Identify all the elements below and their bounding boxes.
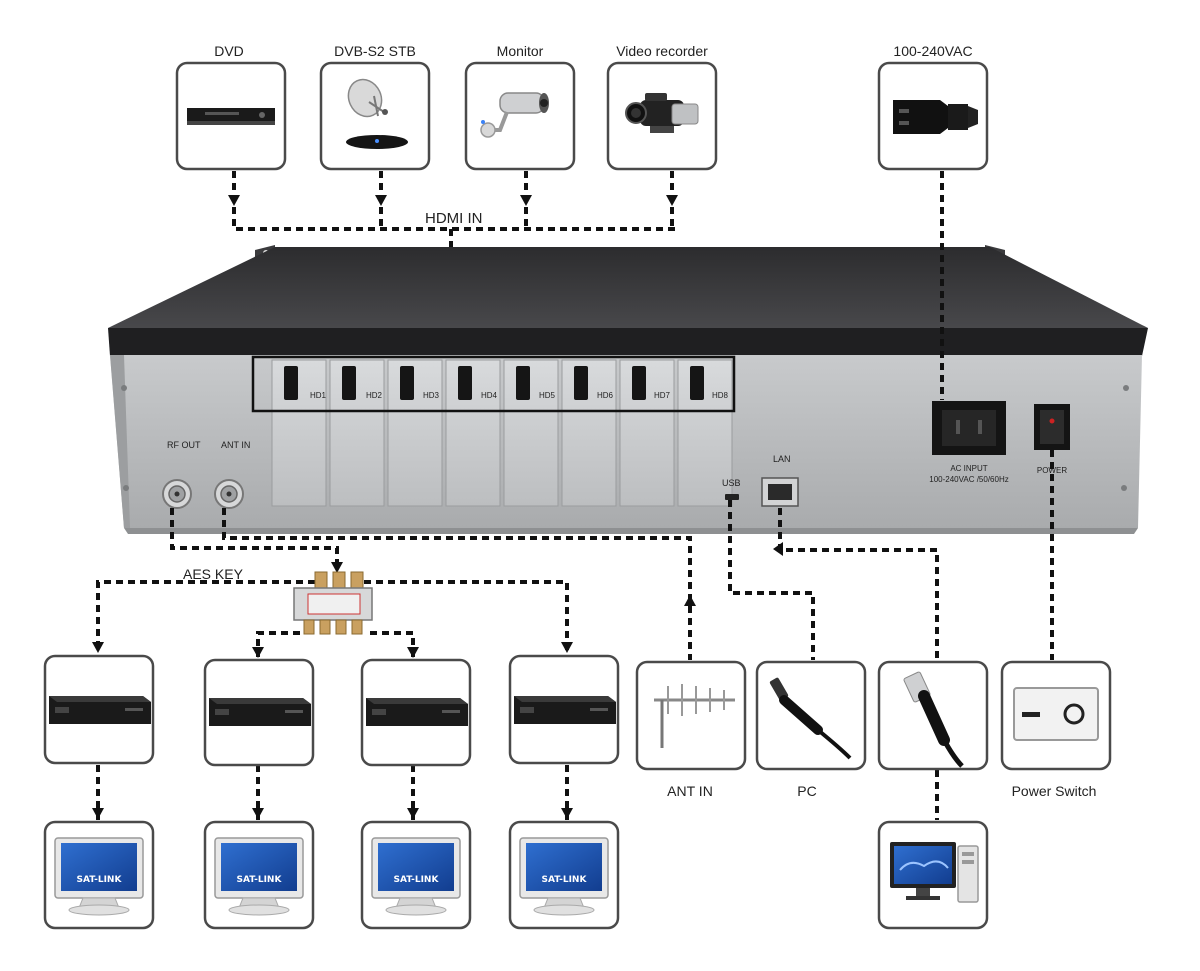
security-camera-icon	[480, 92, 549, 138]
set-top-receiver-icon	[514, 696, 616, 724]
ant-in-port-label: ANT IN	[221, 440, 250, 450]
desktop-computer-icon	[890, 842, 979, 903]
ant-in-connector-icon	[214, 479, 244, 509]
receiver-box	[203, 658, 315, 767]
set-top-receiver-icon	[49, 696, 151, 724]
panel-power-switch: POWER	[1034, 404, 1070, 475]
rf-out-port-label: RF OUT	[167, 440, 201, 450]
stb-device	[319, 61, 431, 171]
hdmi-slot: HD1	[271, 359, 327, 507]
dvd-player-icon	[187, 108, 275, 125]
hdmi-slot: HD8	[677, 359, 733, 507]
hdmi-port-label: HD6	[597, 391, 614, 400]
receiver-box	[43, 654, 155, 765]
network-cable-box	[877, 660, 989, 771]
ac-input-text: AC INPUT	[950, 464, 987, 473]
monitor-label: Monitor	[497, 43, 544, 59]
stb-label: DVB-S2 STB	[334, 43, 416, 59]
hdmi-in-label: HDMI IN	[425, 210, 483, 227]
tv-monitor-box: SAT-LINK	[508, 820, 620, 930]
camcorder-icon	[625, 93, 699, 133]
lan-port-icon	[761, 477, 799, 507]
hdmi-slot: HD3	[387, 359, 443, 507]
monitor-device	[464, 61, 576, 171]
screen-logo-text: SAT-LINK	[77, 875, 123, 885]
ac-input: AC INPUT 100-240VAC /50/60Hz	[929, 401, 1009, 484]
dvd-device	[175, 61, 287, 171]
power-switch-caption: Power Switch	[1012, 783, 1097, 799]
receiver-box	[508, 654, 620, 765]
antenna-box	[635, 660, 747, 771]
tv-monitor-box: SAT-LINK	[203, 820, 315, 930]
rf-splitter-icon	[293, 571, 373, 635]
rf-out-connector-icon	[162, 479, 192, 509]
receiver-box	[360, 658, 472, 767]
screen-logo-text: SAT-LINK	[237, 875, 283, 885]
screen-logo-text: SAT-LINK	[542, 875, 588, 885]
tv-monitor-box: SAT-LINK	[360, 820, 472, 930]
set-top-receiver-icon	[209, 698, 311, 726]
tv-monitor-icon: SAT-LINK	[519, 837, 609, 916]
hdmi-slot: HD4	[445, 359, 501, 507]
usb-port-icon	[725, 494, 739, 500]
rocker-switch-icon	[1013, 687, 1099, 741]
dvd-label: DVD	[214, 43, 244, 59]
hdmi-slot: HD6	[561, 359, 617, 507]
hdmi-slot: HD2	[329, 359, 385, 507]
power-plug-icon	[893, 100, 978, 134]
hdmi-highlight-frame	[251, 355, 736, 413]
hdmi-port-label: HD8	[712, 391, 729, 400]
set-top-receiver-icon	[366, 698, 468, 726]
power-input-device	[877, 61, 989, 171]
computer-box	[877, 820, 989, 930]
tv-antenna-icon	[654, 684, 735, 748]
lan-port-label: LAN	[773, 454, 791, 464]
ant-in-caption: ANT IN	[667, 783, 713, 799]
data-ports: USB LAN	[722, 454, 799, 507]
power-input-label: 100-240VAC	[893, 43, 972, 59]
power-text: POWER	[1037, 466, 1067, 475]
tv-monitor-icon: SAT-LINK	[54, 837, 144, 916]
hdmi-port-label: HD1	[310, 391, 327, 400]
hdmi-port-label: HD4	[481, 391, 498, 400]
hdmi-slot: HD5	[503, 359, 559, 507]
tv-monitor-icon: SAT-LINK	[371, 837, 461, 916]
tv-monitor-box: SAT-LINK	[43, 820, 155, 930]
usb-port-label: USB	[722, 478, 741, 488]
video-recorder-device	[606, 61, 718, 171]
ethernet-cable-icon	[903, 671, 964, 768]
power-switch-box	[1000, 660, 1112, 771]
usb-cable-icon	[769, 677, 852, 760]
pc-caption: PC	[797, 783, 816, 799]
hdmi-slot: HD7	[619, 359, 675, 507]
hdmi-port-label: HD3	[423, 391, 440, 400]
video-recorder-label: Video recorder	[616, 43, 708, 59]
rf-ports: RF OUT ANT IN	[162, 440, 250, 509]
tv-monitor-icon: SAT-LINK	[214, 837, 304, 916]
aes-key-label: AES KEY	[183, 566, 244, 582]
hdmi-port-label: HD5	[539, 391, 556, 400]
pc-usb-box	[755, 660, 867, 771]
screen-logo-text: SAT-LINK	[394, 875, 440, 885]
hdmi-port-label: HD7	[654, 391, 671, 400]
lower-connectors	[92, 171, 1054, 820]
hdmi-port-label: HD2	[366, 391, 383, 400]
satellite-dish-icon	[346, 78, 408, 149]
ac-voltage-text: 100-240VAC /50/60Hz	[929, 475, 1008, 484]
hdmi-card-slots: HD1 HD2 HD3 HD4 HD5 HD6	[251, 355, 736, 507]
